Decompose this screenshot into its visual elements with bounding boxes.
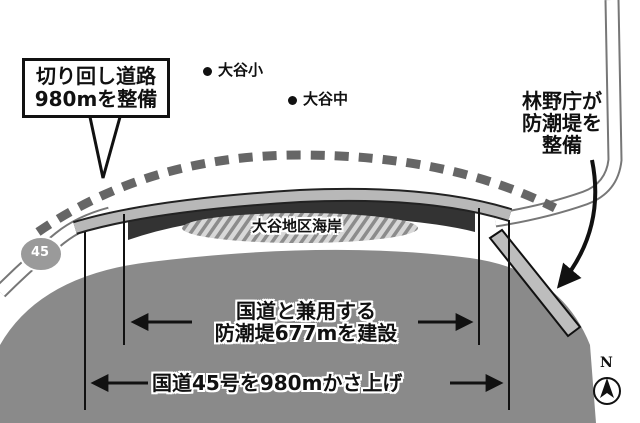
road-raise-label: 国道45号を980mかさ上げ — [152, 371, 403, 395]
detour-road-callout: 切り回し道路 980mを整備 — [22, 58, 170, 118]
beach-area — [182, 213, 418, 243]
dual-use-line1: 国道と兼用する — [236, 299, 376, 323]
dual-use-seawall-label: 国道と兼用する 防潮堤677mを建設 — [196, 300, 416, 344]
elementary-school-label: 大谷小 — [218, 61, 264, 79]
north-label: N — [600, 355, 613, 371]
route-45-shield: 45 — [31, 245, 50, 260]
agency-seawall — [488, 228, 582, 338]
elementary-school-marker — [203, 67, 212, 76]
agency-label: 林野庁が 防潮堤を 整備 — [512, 90, 612, 156]
junior-high-label: 大谷中 — [303, 90, 349, 108]
callout-line1: 切り回し道路 — [36, 64, 156, 88]
callout-line2: 980mを整備 — [34, 87, 158, 111]
sea-area — [0, 249, 596, 423]
detour-road — [35, 150, 558, 236]
district-beach-label: 大谷地区海岸 — [252, 217, 343, 235]
north-arrow-icon — [600, 378, 614, 398]
route-45-shield-bg — [19, 236, 63, 272]
junior-high-marker — [288, 96, 297, 105]
agency-line1: 林野庁が — [522, 89, 602, 113]
agency-line2: 防潮堤を — [522, 111, 602, 135]
dual-use-line2: 防潮堤677mを建設 — [214, 321, 398, 345]
agency-line3: 整備 — [542, 133, 582, 157]
callout-pointer — [88, 116, 122, 179]
agency-arrow — [556, 159, 598, 289]
